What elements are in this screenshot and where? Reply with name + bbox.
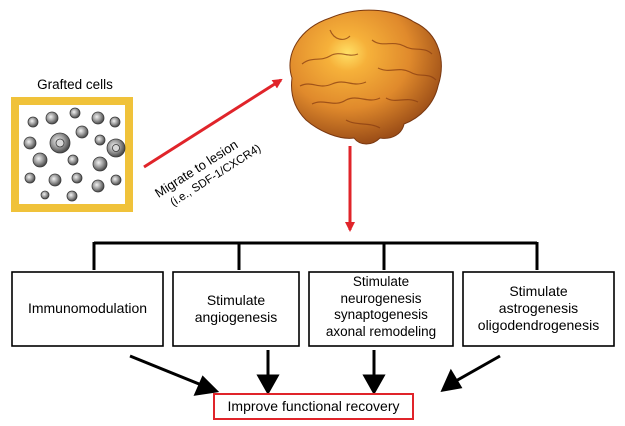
mechanism-box-immunomodulation	[11, 271, 164, 347]
mechanism-text-astrogenesis: Stimulate astrogenesis oligodendrogenesi…	[463, 283, 614, 334]
mechanism-line: oligodendrogenesis	[477, 317, 600, 333]
mechanism-line: Stimulate	[509, 283, 568, 299]
migration-arrow	[143, 78, 283, 169]
mechanism-line: Stimulate	[352, 274, 410, 289]
grafted-cells-title: Grafted cells	[37, 77, 113, 92]
mechanism-box-angiogenesis	[172, 271, 300, 347]
mechanism-line: astrogenesis	[498, 300, 579, 316]
distribution-bracket	[92, 241, 539, 270]
cell-cluster	[23, 107, 126, 202]
mechanism-line: angiogenesis	[194, 309, 278, 325]
mechanism-text-angiogenesis: Stimulate angiogenesis	[173, 292, 299, 326]
mechanism-box-neurogenesis	[308, 271, 454, 347]
mechanism-box-astrogenesis	[462, 271, 615, 347]
mechanism-line: synaptogenesis	[334, 307, 428, 322]
mechanism-text-neurogenesis: Stimulate neurogenesis synaptogenesis ax…	[309, 274, 453, 340]
convergence-arrows	[129, 350, 501, 396]
mechanism-line: Stimulate	[206, 292, 266, 308]
mechanism-line: neurogenesis	[340, 290, 422, 306]
mechanism-line: axonal remodeling	[325, 323, 437, 339]
mechanism-text-immunomodulation: Immunomodulation	[12, 300, 163, 317]
outcome-label: Improve functional recovery	[227, 398, 400, 414]
grafted-cells-box	[11, 97, 133, 212]
outcome-box	[213, 393, 414, 420]
brain-illustration	[289, 9, 442, 145]
mechanism-line: Immunomodulation	[27, 300, 148, 316]
